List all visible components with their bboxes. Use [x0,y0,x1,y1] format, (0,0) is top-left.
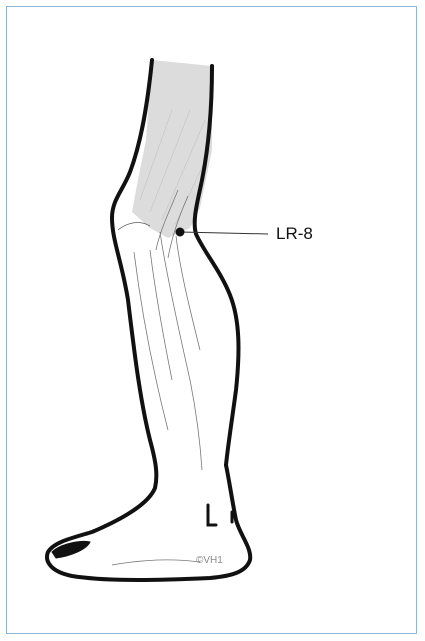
thigh-shading [132,60,212,238]
ankle-marks [208,505,232,525]
acupoint-label: LR-8 [276,224,313,244]
copyright-mark: ©VH1 [196,555,223,566]
sole-line [112,560,200,565]
acupoint-dot [176,228,185,237]
pointer-line [180,232,268,234]
kneecap-contour [118,223,150,230]
